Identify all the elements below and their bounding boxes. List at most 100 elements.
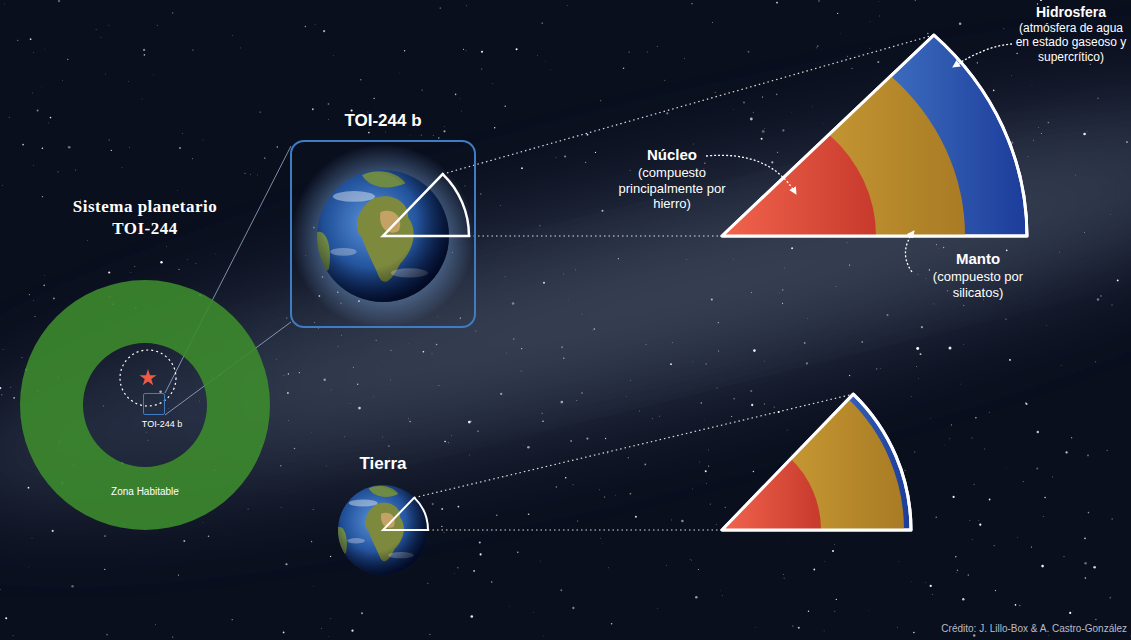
star xyxy=(917,274,919,276)
star xyxy=(183,540,185,542)
star xyxy=(969,520,971,522)
star xyxy=(751,292,752,293)
star xyxy=(594,328,596,330)
star xyxy=(807,318,809,320)
leader-arrow xyxy=(905,231,914,272)
star xyxy=(465,50,467,52)
star xyxy=(28,487,30,489)
star xyxy=(704,419,706,421)
star xyxy=(470,615,473,618)
star xyxy=(1042,516,1044,518)
star xyxy=(460,317,461,318)
star xyxy=(817,45,818,46)
star xyxy=(437,316,439,318)
star xyxy=(360,79,361,80)
star xyxy=(244,172,246,174)
star xyxy=(537,54,539,56)
star xyxy=(312,509,314,511)
star xyxy=(21,357,22,358)
star xyxy=(949,438,951,440)
star xyxy=(1016,53,1017,54)
star xyxy=(898,561,900,563)
star xyxy=(935,244,937,246)
star xyxy=(33,52,35,54)
star xyxy=(374,98,375,99)
core-layer xyxy=(722,459,821,530)
star xyxy=(993,89,995,91)
star xyxy=(868,610,870,612)
star xyxy=(984,448,986,450)
star xyxy=(358,407,361,410)
star xyxy=(330,556,331,557)
star xyxy=(215,253,217,255)
star xyxy=(1058,251,1060,253)
star xyxy=(22,144,24,146)
star xyxy=(288,420,290,422)
star xyxy=(601,210,603,212)
star xyxy=(1075,174,1077,176)
star xyxy=(812,106,814,108)
star xyxy=(178,269,179,270)
star xyxy=(321,628,323,630)
star xyxy=(791,247,793,249)
star xyxy=(436,344,438,346)
star xyxy=(710,504,711,505)
star xyxy=(1011,75,1013,77)
star xyxy=(915,0,916,1)
star xyxy=(1093,566,1096,569)
star xyxy=(920,353,922,355)
star xyxy=(1066,451,1068,453)
star xyxy=(62,80,64,82)
star xyxy=(1069,612,1071,614)
star xyxy=(13,397,15,399)
star xyxy=(975,417,976,418)
star xyxy=(716,387,718,389)
star xyxy=(1016,536,1018,538)
star xyxy=(628,51,629,52)
star xyxy=(989,499,991,501)
star xyxy=(341,334,343,336)
star xyxy=(846,242,848,244)
star xyxy=(506,352,508,354)
star xyxy=(808,610,809,611)
star xyxy=(1031,546,1032,547)
star xyxy=(916,347,919,350)
star xyxy=(708,449,710,451)
star xyxy=(1088,512,1090,514)
star xyxy=(927,33,928,34)
star xyxy=(1048,122,1050,124)
star xyxy=(657,608,659,610)
star xyxy=(30,38,32,40)
star xyxy=(689,559,691,561)
star xyxy=(731,416,732,417)
star xyxy=(686,259,688,261)
star xyxy=(152,74,154,76)
star xyxy=(521,348,522,349)
star xyxy=(512,302,515,305)
planet-heading: TOI-244 b xyxy=(344,111,421,131)
star xyxy=(681,520,683,522)
star xyxy=(314,24,316,26)
star xyxy=(533,611,535,613)
star xyxy=(733,258,735,260)
star xyxy=(286,317,287,318)
star xyxy=(658,415,660,417)
star xyxy=(129,147,131,149)
star xyxy=(835,286,837,288)
star xyxy=(563,273,565,275)
star xyxy=(34,315,36,317)
layer-description: (atmósfera de agua en estado gaseoso y s… xyxy=(1015,21,1127,64)
star xyxy=(877,61,879,63)
star xyxy=(310,540,312,542)
star xyxy=(172,12,173,13)
star xyxy=(385,131,387,133)
star xyxy=(692,361,694,363)
star xyxy=(410,135,412,137)
star xyxy=(134,266,135,267)
star xyxy=(629,169,631,171)
star xyxy=(750,118,753,121)
hydrosphere-layer xyxy=(722,35,1027,236)
star xyxy=(599,489,601,491)
star xyxy=(543,635,545,637)
